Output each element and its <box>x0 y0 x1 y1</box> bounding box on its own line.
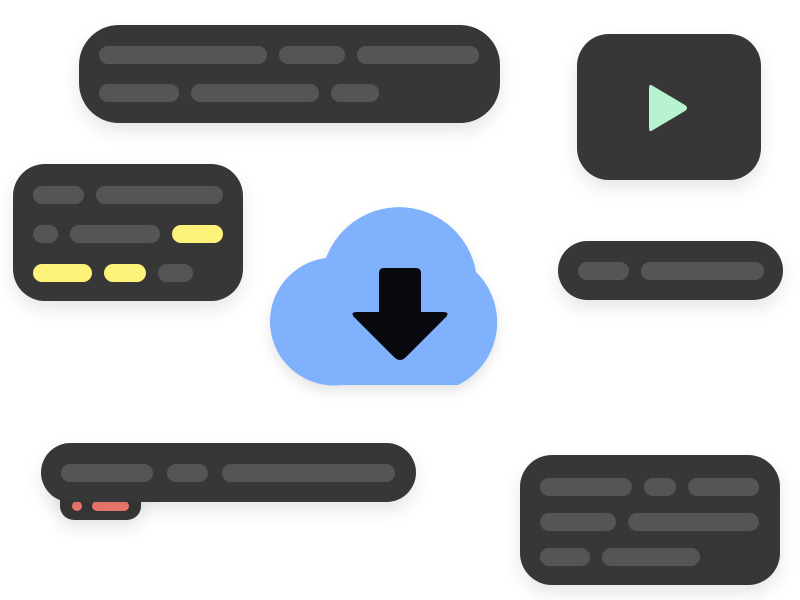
play-triangle <box>649 84 687 132</box>
code-card-bottom-right <box>520 455 780 585</box>
code-line-placeholder <box>99 84 179 102</box>
code-line-placeholder <box>33 186 84 204</box>
code-line-placeholder <box>222 464 395 482</box>
code-line-placeholder <box>167 464 208 482</box>
code-line-placeholder <box>99 46 267 64</box>
code-line-placeholder <box>279 46 345 64</box>
error-dot <box>72 501 82 511</box>
code-line-placeholder <box>628 513 759 531</box>
error-token <box>92 501 129 511</box>
code-line-placeholder <box>96 186 223 204</box>
code-line-placeholder <box>158 264 193 282</box>
code-line-placeholder <box>602 548 700 566</box>
code-line-placeholder <box>191 84 319 102</box>
highlight-token <box>104 264 146 282</box>
code-card-left <box>13 164 243 301</box>
code-line-placeholder <box>540 548 590 566</box>
play-icon[interactable] <box>577 34 761 180</box>
code-line-placeholder <box>33 225 58 243</box>
video-card <box>577 34 761 180</box>
code-card-right <box>558 241 783 300</box>
highlight-token <box>172 225 223 243</box>
code-line-placeholder <box>70 225 160 243</box>
code-line-placeholder <box>688 478 759 496</box>
code-line-placeholder <box>331 84 379 102</box>
code-line-placeholder <box>644 478 676 496</box>
code-card-top <box>79 25 500 123</box>
download-arrow <box>352 268 448 360</box>
code-line-placeholder <box>357 46 479 64</box>
code-line-placeholder <box>61 464 153 482</box>
code-line-placeholder <box>540 513 616 531</box>
code-card-bottom-left <box>41 443 416 502</box>
highlight-token <box>33 264 92 282</box>
code-line-placeholder <box>540 478 632 496</box>
code-line-placeholder <box>641 262 764 280</box>
code-line-placeholder <box>578 262 629 280</box>
